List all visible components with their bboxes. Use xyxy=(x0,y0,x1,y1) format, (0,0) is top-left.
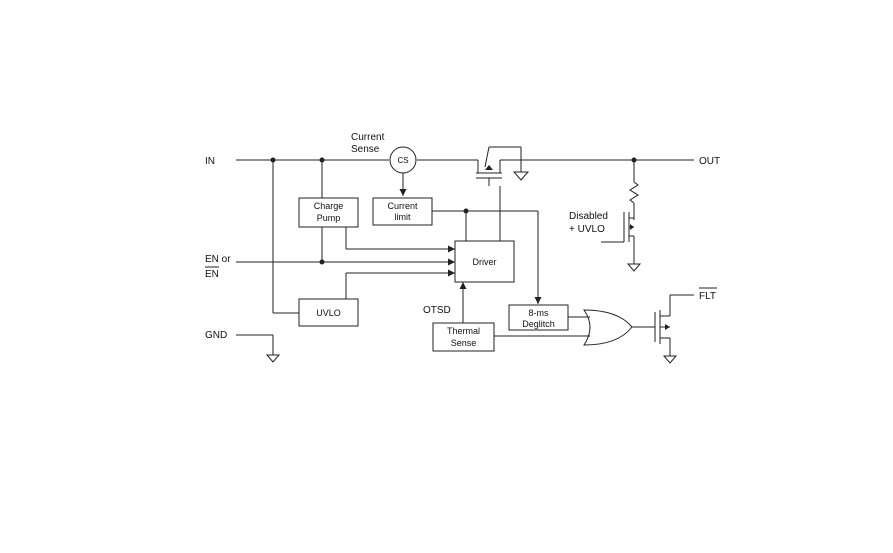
charge-pump-label-2: Pump xyxy=(317,213,341,223)
out-pulldown xyxy=(601,160,642,272)
current-limit-block: Current limit xyxy=(372,197,433,226)
uvlo-label: UVLO xyxy=(316,308,341,318)
charge-pump-block: Charge Pump xyxy=(298,197,359,228)
current-sense-label-1: Current xyxy=(351,132,385,143)
pin-en-bar-label: EN xyxy=(205,269,219,280)
gnd-wire xyxy=(236,334,281,363)
disabled-label-1: Disabled xyxy=(569,211,608,222)
pin-flt-label: FLT xyxy=(699,291,716,302)
junction-dots xyxy=(270,157,637,265)
uvlo-block: UVLO xyxy=(298,298,359,327)
thermal-sense-label-2: Sense xyxy=(451,338,477,348)
or-gate xyxy=(494,309,655,346)
main-power-rail xyxy=(236,159,694,173)
deglitch-label-2: Deglitch xyxy=(522,319,555,329)
driver-input-wires xyxy=(236,227,467,323)
disabled-label-2: + UVLO xyxy=(569,224,605,235)
thermal-sense-block: Thermal Sense xyxy=(432,322,495,352)
flt-fet xyxy=(654,294,694,364)
current-limit-label-1: Current xyxy=(387,201,418,211)
pin-gnd-label: GND xyxy=(205,330,227,341)
deglitch-label-1: 8-ms xyxy=(529,308,549,318)
cs-label: CS xyxy=(397,156,408,165)
current-sense-label-2: Sense xyxy=(351,144,380,155)
driver-label: Driver xyxy=(473,257,497,267)
in-taps xyxy=(272,160,323,314)
deglitch-block: 8-ms Deglitch xyxy=(508,304,569,331)
thermal-sense-label-1: Thermal xyxy=(447,326,480,336)
current-sense-element xyxy=(389,146,417,196)
pin-out-label: OUT xyxy=(699,156,720,167)
current-limit-label-2: limit xyxy=(395,212,411,222)
otsd-label: OTSD xyxy=(423,305,451,316)
current-limit-wires xyxy=(432,186,542,304)
pin-in-label: IN xyxy=(205,156,215,167)
pin-en-label: EN or xyxy=(205,254,231,265)
driver-block: Driver xyxy=(454,240,515,283)
pass-fet xyxy=(476,146,530,186)
charge-pump-label-1: Charge xyxy=(314,201,344,211)
